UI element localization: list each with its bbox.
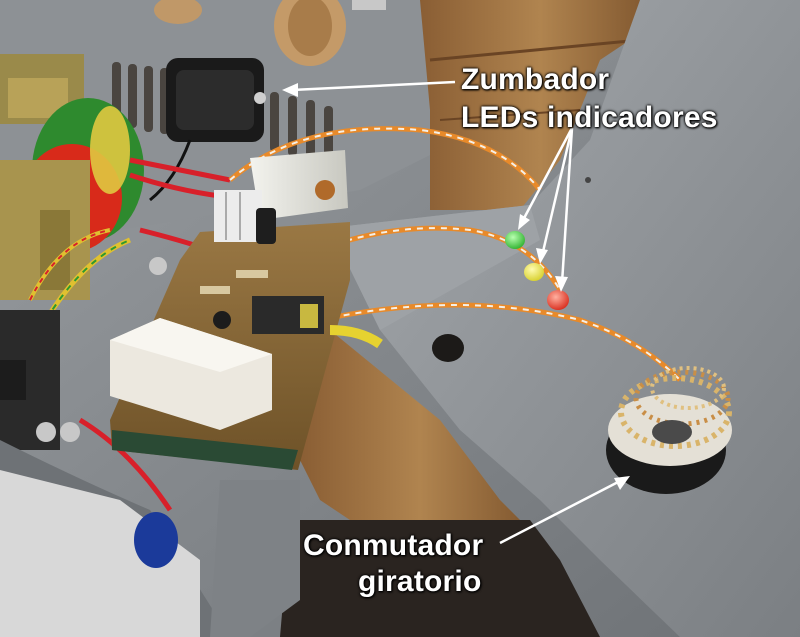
wood-background-top	[420, 0, 660, 210]
circuit-board	[110, 150, 350, 470]
wood-background-bottom	[280, 330, 600, 637]
transformer	[0, 54, 144, 300]
annotation-arrows	[291, 80, 623, 545]
buzzer	[149, 58, 266, 202]
buzzer-annotation: Zumbador	[461, 63, 610, 96]
indicator-leds	[505, 231, 569, 310]
rotary-switch	[606, 366, 732, 494]
switch-annotation-line1: Conmutador	[303, 529, 484, 562]
lower-left-parts	[0, 310, 300, 637]
switch-annotation-line2: giratorio	[358, 565, 482, 598]
arrow-heads	[282, 83, 630, 490]
red-led	[547, 290, 569, 310]
leds-annotation: LEDs indicadores	[461, 101, 718, 134]
yellow-led	[524, 263, 544, 281]
yellow-sleeve	[329, 325, 383, 349]
green-led	[505, 231, 525, 249]
